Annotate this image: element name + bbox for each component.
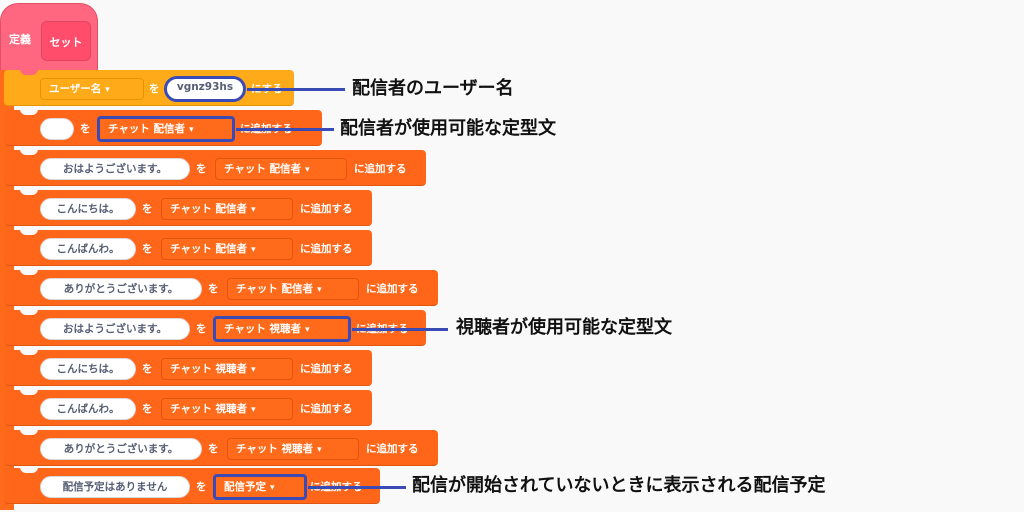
wo-label: を bbox=[208, 283, 219, 295]
list-name: チャット 視聴者 bbox=[170, 363, 248, 375]
add-label: に追加する bbox=[354, 163, 407, 175]
wo-label: を bbox=[196, 481, 207, 493]
item-input[interactable]: ありがとうございます。 bbox=[40, 278, 202, 300]
add-to-list-block[interactable]: こんにちは。 を チャット 視聴者▾ に追加する bbox=[4, 349, 372, 386]
add-to-list-block[interactable]: こんにちは。 を チャット 配信者▾ に追加する bbox=[4, 189, 372, 226]
item-input[interactable]: こんにちは。 bbox=[40, 198, 136, 220]
item-input[interactable]: おはようございます。 bbox=[40, 158, 190, 180]
custom-block-name: セット bbox=[49, 36, 83, 49]
wo-label: を bbox=[142, 203, 153, 215]
add-label: に追加する bbox=[366, 283, 419, 295]
item-input[interactable]: こんばんわ。 bbox=[40, 398, 136, 420]
list-dropdown[interactable]: チャット 視聴者▾ bbox=[227, 438, 359, 460]
list-dropdown[interactable]: チャット 視聴者▾ bbox=[161, 358, 293, 380]
add-to-list-block[interactable]: おはようございます。 を チャット 配信者▾ に追加する bbox=[4, 149, 426, 186]
define-label: 定義 bbox=[9, 33, 31, 46]
add-label: に追加する bbox=[300, 203, 353, 215]
username-input[interactable]: vgnz93hs bbox=[164, 76, 246, 102]
item-input[interactable]: おはようございます。 bbox=[40, 318, 190, 340]
list-dropdown[interactable]: 配信予定 ▾ bbox=[213, 474, 307, 500]
chevron-down-icon: ▾ bbox=[251, 205, 256, 215]
annotation-streamer-phrases: 配信者が使用可能な定型文 bbox=[340, 118, 556, 139]
list-name: チャット 配信者 bbox=[236, 283, 314, 295]
block-notch bbox=[20, 467, 38, 473]
chevron-down-icon: ▾ bbox=[305, 165, 310, 175]
chevron-down-icon: ▾ bbox=[105, 85, 110, 95]
list-dropdown[interactable]: チャット 配信者▾ bbox=[161, 238, 293, 260]
list-dropdown[interactable]: チャット 視聴者▾ bbox=[161, 398, 293, 420]
add-label: に追加する bbox=[300, 363, 353, 375]
define-hat-block[interactable]: 定義 セット bbox=[0, 3, 98, 75]
add-to-list-block[interactable]: ありがとうございます。 を チャット 視聴者▾ に追加する bbox=[4, 429, 438, 466]
chevron-down-icon: ▾ bbox=[305, 325, 310, 335]
chevron-down-icon: ▾ bbox=[270, 483, 275, 493]
add-to-list-block[interactable]: こんばんわ。 を チャット 配信者▾ に追加する bbox=[4, 229, 372, 266]
set-variable-block[interactable]: ユーザー名▾ を vgnz93hs にする bbox=[4, 69, 294, 106]
block-notch bbox=[20, 69, 38, 75]
wo-label: を bbox=[208, 443, 219, 455]
wo-label: を bbox=[80, 123, 91, 135]
add-to-list-block[interactable]: おはようございます。 を チャット 視聴者▾ に追加する bbox=[4, 309, 426, 346]
add-to-list-block[interactable]: こんばんわ。 を チャット 視聴者▾ に追加する bbox=[4, 389, 372, 426]
item-input[interactable] bbox=[40, 118, 74, 140]
wo-label: を bbox=[196, 323, 207, 335]
block-notch bbox=[20, 429, 38, 435]
annotation-connector bbox=[247, 88, 345, 91]
annotation-username: 配信者のユーザー名 bbox=[352, 78, 514, 99]
list-name: チャット 配信者 bbox=[170, 243, 248, 255]
block-notch bbox=[20, 349, 38, 355]
chevron-down-icon: ▾ bbox=[251, 245, 256, 255]
item-input[interactable]: ありがとうございます。 bbox=[40, 438, 202, 460]
item-input[interactable]: 配信予定はありません bbox=[40, 476, 190, 498]
wo-label: を bbox=[196, 163, 207, 175]
list-name: チャット 視聴者 bbox=[224, 323, 302, 335]
block-notch bbox=[20, 149, 38, 155]
block-notch bbox=[20, 229, 38, 235]
block-notch bbox=[20, 309, 38, 315]
chevron-down-icon: ▾ bbox=[317, 285, 322, 295]
chevron-down-icon: ▾ bbox=[189, 125, 194, 135]
add-label: に追加する bbox=[300, 243, 353, 255]
annotation-connector bbox=[236, 128, 334, 131]
annotation-viewer-phrases: 視聴者が使用可能な定型文 bbox=[456, 317, 672, 338]
add-label: に追加する bbox=[366, 443, 419, 455]
chevron-down-icon: ▾ bbox=[251, 365, 256, 375]
variable-dropdown[interactable]: ユーザー名▾ bbox=[40, 78, 144, 100]
block-notch bbox=[20, 389, 38, 395]
add-label: に追加する bbox=[300, 403, 353, 415]
list-name: チャット 配信者 bbox=[108, 123, 186, 135]
list-name: チャット 配信者 bbox=[170, 203, 248, 215]
wo-label: を bbox=[142, 243, 153, 255]
chevron-down-icon: ▾ bbox=[317, 445, 322, 455]
list-dropdown[interactable]: チャット 配信者▾ bbox=[227, 278, 359, 300]
item-input[interactable]: こんにちは。 bbox=[40, 358, 136, 380]
list-name: チャット 配信者 bbox=[224, 163, 302, 175]
list-dropdown[interactable]: チャット 配信者▾ bbox=[97, 116, 235, 142]
add-to-list-block[interactable]: を チャット 配信者▾ に追加する bbox=[4, 109, 322, 146]
add-to-list-block[interactable]: ありがとうございます。 を チャット 配信者▾ に追加する bbox=[4, 269, 438, 306]
variable-name: ユーザー名 bbox=[49, 83, 102, 95]
list-dropdown[interactable]: チャット 視聴者▾ bbox=[213, 316, 351, 342]
list-name: チャット 視聴者 bbox=[170, 403, 248, 415]
block-notch bbox=[20, 269, 38, 275]
annotation-connector bbox=[308, 486, 406, 489]
chevron-down-icon: ▾ bbox=[251, 405, 256, 415]
wo-label: を bbox=[142, 363, 153, 375]
list-name: 配信予定 bbox=[224, 481, 266, 493]
list-dropdown[interactable]: チャット 配信者▾ bbox=[161, 198, 293, 220]
wo-label: を bbox=[149, 83, 160, 95]
item-input[interactable]: こんばんわ。 bbox=[40, 238, 136, 260]
list-dropdown[interactable]: チャット 配信者▾ bbox=[215, 158, 347, 180]
block-notch bbox=[20, 109, 38, 115]
annotation-schedule: 配信が開始されていないときに表示される配信予定 bbox=[412, 475, 826, 496]
list-name: チャット 視聴者 bbox=[236, 443, 314, 455]
wo-label: を bbox=[142, 403, 153, 415]
custom-block-prototype[interactable]: セット bbox=[41, 21, 91, 61]
block-notch bbox=[20, 189, 38, 195]
annotation-connector bbox=[352, 328, 448, 331]
